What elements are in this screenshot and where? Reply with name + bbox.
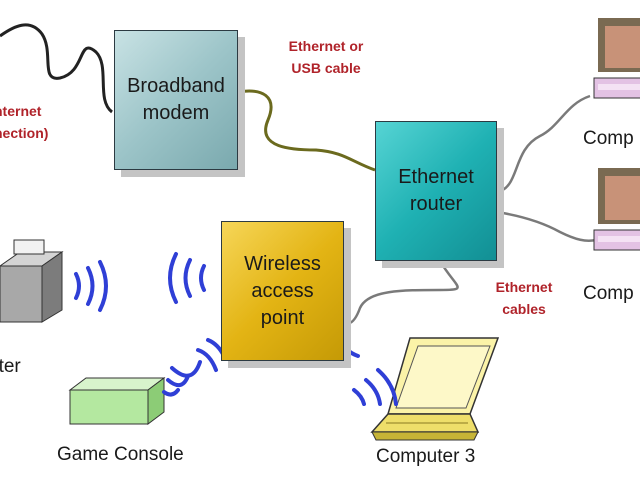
ethernet-cables-label: Ethernet cables — [495, 279, 553, 317]
ethernet-router-box: Ethernet router — [375, 121, 497, 261]
computer-1-label: Comp — [583, 128, 634, 149]
computer-2-icon — [593, 168, 640, 251]
internet-cable — [0, 23, 114, 114]
computer-2-label: Comp — [583, 283, 634, 304]
router-ap-cable — [343, 260, 459, 325]
ethernet-usb-cable-label: Ethernet or USB cable — [288, 38, 364, 76]
ethernet-router-label: Ethernet router — [398, 166, 474, 215]
printer-icon — [0, 239, 64, 323]
laptop-icon — [370, 337, 500, 441]
modem-router-cable — [237, 89, 376, 172]
broadband-modem-label: Broadband modem — [127, 75, 225, 124]
router-computer2-cable — [496, 210, 597, 242]
wireless-access-point-label: Wireless access point — [244, 252, 321, 329]
printer-label: nter — [0, 356, 21, 377]
broadband-modem-box: Broadband modem — [114, 30, 238, 170]
computer-3-label: Computer 3 — [376, 446, 476, 467]
game-console-label: Game Console — [57, 444, 184, 465]
computer-1-icon — [593, 18, 640, 99]
router-computer1-cable — [496, 94, 591, 194]
internet-connection-label: nternet nection) — [0, 103, 49, 141]
game-console-icon — [68, 377, 166, 425]
wireless-access-point-box: Wireless access point — [221, 221, 344, 361]
